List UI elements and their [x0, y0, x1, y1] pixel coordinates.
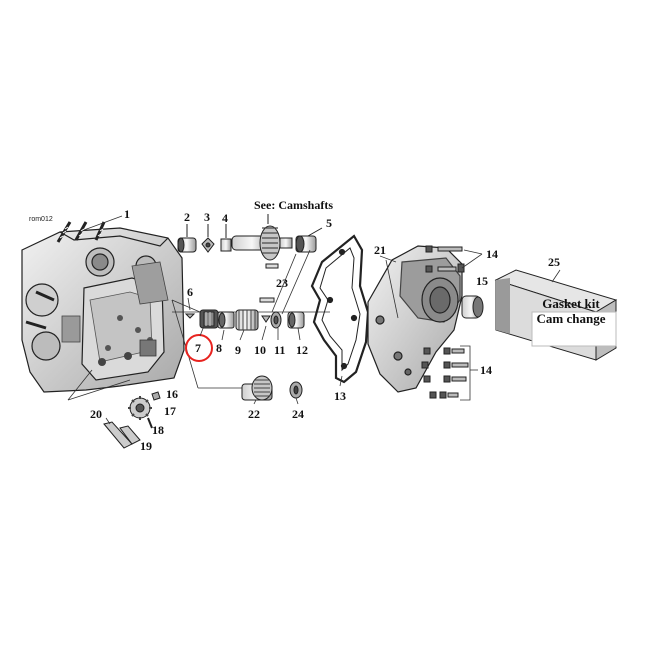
label-13: 13	[334, 389, 346, 403]
part-washer-24	[289, 381, 303, 399]
cover-screws-lower	[421, 345, 478, 401]
misc-leaders	[187, 255, 397, 405]
label-5: 5	[326, 216, 332, 230]
crankcase-leaders	[67, 215, 244, 401]
camshafts-note: See: Camshafts	[254, 198, 333, 212]
label-15: 15	[476, 274, 488, 288]
part-bearing-7	[199, 309, 219, 329]
label-23: 23	[276, 276, 288, 290]
label-18: 18	[152, 423, 164, 437]
label-16: 16	[166, 387, 178, 401]
label-9: 9	[235, 343, 241, 357]
label-2: 2	[184, 210, 190, 224]
label-3: 3	[204, 210, 210, 224]
label-14-top: 14	[486, 247, 498, 261]
label-8: 8	[216, 341, 222, 355]
part-cam-cover-21	[367, 245, 463, 393]
part-gear-22	[241, 375, 273, 401]
label-25: 25	[548, 255, 560, 269]
gasket-kit-line1: Gasket kit	[542, 296, 600, 311]
gasket-kit-box	[494, 269, 618, 361]
camshaft-gear	[231, 214, 293, 261]
oil-pump-parts	[103, 391, 161, 449]
label-14-lower: 14	[480, 363, 492, 377]
stud-hatching	[59, 226, 104, 239]
part-nut-4	[220, 224, 232, 252]
label-12: 12	[296, 343, 308, 357]
label-20: 20	[90, 407, 102, 421]
part-key-6	[184, 313, 196, 319]
part-bushing-5	[295, 227, 323, 253]
label-10: 10	[254, 343, 266, 357]
part-gasket-13	[310, 234, 370, 384]
label-19: 19	[140, 439, 152, 453]
label-17: 17	[164, 404, 176, 418]
label-6: 6	[187, 285, 193, 299]
label-21: 21	[374, 243, 386, 257]
part-key-23	[259, 249, 311, 315]
part-washer-11	[270, 311, 282, 329]
part-washer-3	[201, 224, 215, 253]
label-22: 22	[248, 407, 260, 421]
crankcase	[21, 227, 185, 393]
part-gear-9	[235, 309, 259, 331]
label-1: 1	[124, 207, 130, 221]
drawing-ref-code: rom012	[29, 216, 53, 223]
gasket-kit-label: Gasket kit Cam change	[526, 296, 616, 326]
label-11: 11	[274, 343, 286, 357]
cover-screws-top	[425, 245, 483, 273]
item-7-highlight-ring	[185, 334, 213, 362]
part-seal-15	[461, 295, 484, 319]
part-bushing-8	[217, 311, 235, 329]
gasket-kit-line2: Cam change	[536, 311, 606, 326]
label-7: 7	[195, 341, 201, 355]
label-4: 4	[222, 211, 228, 225]
part-key-10	[261, 315, 271, 323]
part-bushing-2	[177, 224, 197, 253]
label-24: 24	[292, 407, 304, 421]
part-bushing-12	[287, 311, 305, 329]
